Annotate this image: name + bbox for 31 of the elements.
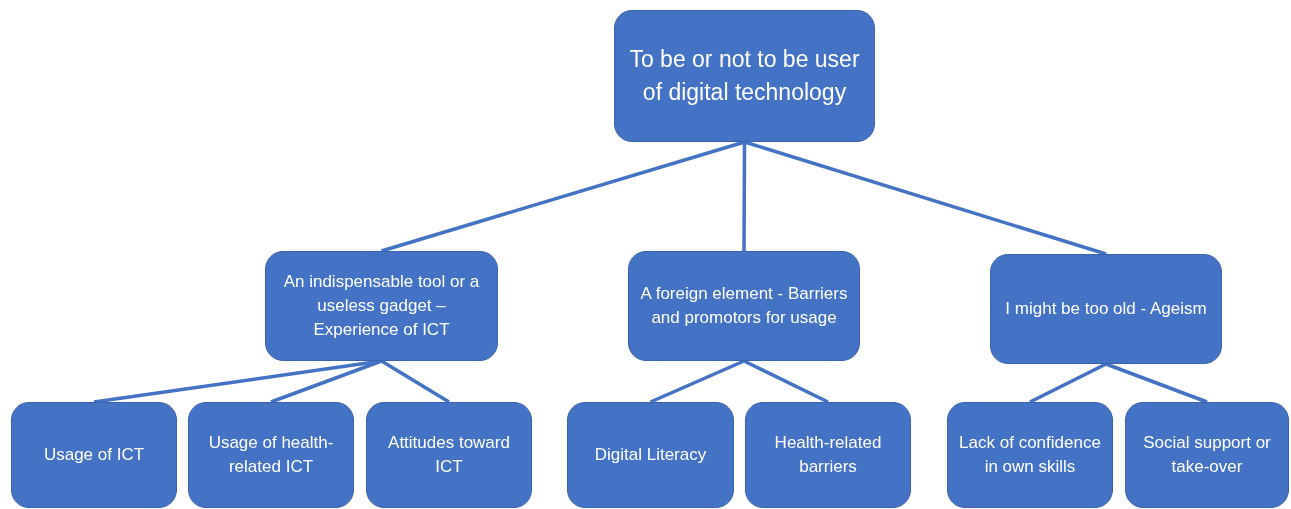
topic-label: Attitudes toward ICT: [387, 432, 511, 478]
connector-line: [1029, 362, 1107, 404]
topic-label: An indispensable tool or a useless gadget – Experience of ICT: [282, 271, 481, 341]
topic-label: I might be too old - Ageism: [1005, 298, 1207, 321]
connector-line: [649, 359, 745, 404]
topic-label: Health-related barriers: [773, 432, 883, 478]
topic-box: [990, 254, 1222, 364]
topic-label: Usage of ICT: [43, 444, 145, 467]
connector-line: [270, 359, 383, 404]
topic-box: [628, 251, 860, 361]
topic-box: [188, 402, 354, 508]
connector-line: [744, 140, 1107, 256]
connector-line: [381, 140, 745, 253]
connector-line: [1105, 362, 1208, 404]
topic-box: [745, 402, 911, 508]
topic-label: To be or not to be user of digital technology: [628, 44, 861, 107]
connector-line: [742, 142, 747, 251]
topic-box: [11, 402, 177, 508]
topic-box: [1125, 402, 1289, 508]
topic-label: Lack of confidence in own skills: [958, 432, 1102, 478]
topic-box: [947, 402, 1113, 508]
connector-line: [743, 359, 829, 404]
topic-label: Social support or take-over: [1142, 432, 1272, 478]
connector-line: [380, 359, 450, 404]
topic-label: A foreign element - Barriers and promotors for usage: [639, 283, 849, 329]
topic-label: Digital Literacy: [594, 444, 707, 467]
topic-box: [567, 402, 734, 508]
topic-label: Usage of health-related ICT: [207, 432, 335, 478]
topic-box: [366, 402, 532, 508]
topic-box: [614, 10, 875, 142]
topic-box: [265, 251, 498, 361]
